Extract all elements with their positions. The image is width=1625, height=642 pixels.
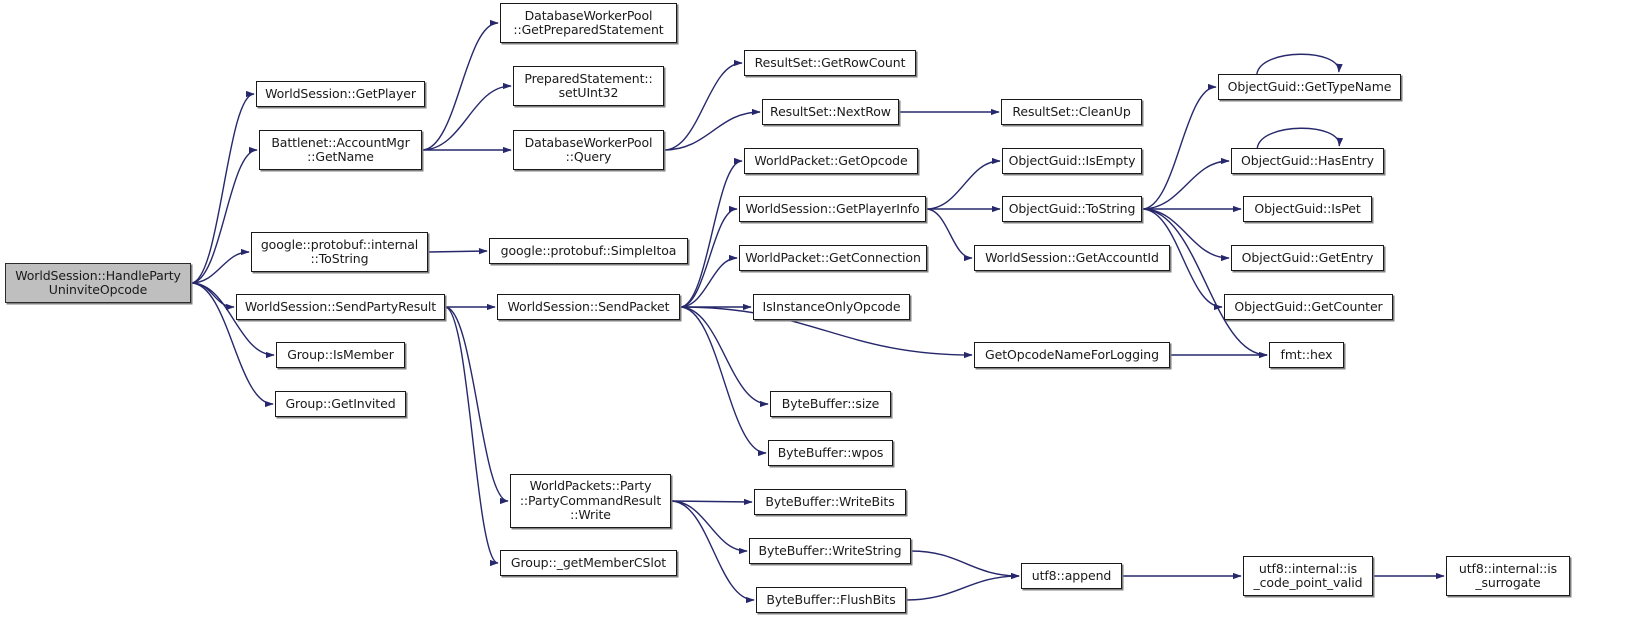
graph-node[interactable]: GetOpcodeNameForLogging — [974, 342, 1170, 368]
graph-node[interactable]: DatabaseWorkerPool ::GetPreparedStatemen… — [500, 3, 677, 43]
graph-node[interactable]: ByteBuffer::WriteBits — [754, 489, 906, 515]
graph-edge — [925, 157, 1001, 210]
graph-node[interactable]: WorldSession::SendPacket — [497, 294, 680, 320]
graph-edge — [679, 306, 769, 408]
graph-edge — [1141, 83, 1217, 210]
graph-node[interactable]: ObjectGuid::IsEmpty — [1002, 148, 1142, 174]
graph-node[interactable]: WorldPacket::GetOpcode — [744, 148, 918, 174]
graph-node[interactable]: ObjectGuid::ToString — [1002, 196, 1142, 222]
graph-node[interactable]: DatabaseWorkerPool ::Query — [513, 130, 664, 170]
graph-node[interactable]: ResultSet::NextRow — [762, 99, 899, 125]
graph-edge — [421, 82, 512, 151]
graph-edge — [190, 282, 275, 359]
graph-edge — [444, 306, 499, 567]
graph-node[interactable]: ByteBuffer::WriteString — [749, 538, 911, 564]
graph-edge — [1141, 157, 1230, 210]
graph-node[interactable]: Group::GetInvited — [275, 391, 406, 417]
graph-node[interactable]: google::protobuf::SimpleItoa — [489, 238, 688, 264]
graph-edge — [670, 498, 753, 506]
graph-node[interactable]: google::protobuf::internal ::ToString — [251, 232, 428, 272]
graph-node[interactable]: WorldPackets::Party ::PartyCommandResult… — [510, 474, 671, 528]
graph-node[interactable]: ObjectGuid::GetCounter — [1224, 294, 1393, 320]
graph-node[interactable]: ObjectGuid::GetTypeName — [1218, 74, 1401, 100]
graph-node[interactable]: ByteBuffer::wpos — [768, 440, 893, 466]
graph-edge — [679, 306, 973, 359]
graph-edge — [663, 108, 761, 151]
graph-node[interactable]: PreparedStatement:: setUInt32 — [513, 66, 664, 106]
graph-node[interactable]: fmt::hex — [1269, 342, 1344, 368]
graph-node[interactable]: ResultSet::GetRowCount — [744, 50, 916, 76]
graph-node[interactable]: ObjectGuid::IsPet — [1243, 196, 1372, 222]
graph-edge — [905, 572, 1020, 601]
graph-node[interactable]: IsInstanceOnlyOpcode — [753, 294, 910, 320]
graph-node[interactable]: WorldSession::HandleParty UninviteOpcode — [5, 263, 191, 303]
graph-node[interactable]: WorldSession::GetAccountId — [974, 245, 1170, 271]
graph-node[interactable]: utf8::append — [1021, 563, 1122, 589]
graph-edge — [1141, 208, 1268, 359]
graph-node[interactable]: Group::_getMemberCSlot — [500, 550, 677, 576]
graph-edge — [190, 248, 250, 284]
graph-node[interactable]: Group::IsMember — [276, 342, 405, 368]
graph-edge — [670, 500, 748, 555]
graph-edge — [670, 500, 755, 604]
graph-edge — [190, 282, 274, 408]
graph-node[interactable]: utf8::internal::is _code_point_valid — [1243, 556, 1373, 596]
graph-edge — [190, 146, 258, 284]
graph-edge — [190, 282, 235, 311]
graph-edge — [427, 247, 488, 255]
graph-edge — [444, 306, 509, 505]
graph-node[interactable]: WorldSession::SendPartyResult — [236, 294, 445, 320]
graph-node[interactable]: WorldSession::GetPlayerInfo — [739, 196, 926, 222]
graph-edge — [679, 306, 767, 457]
graph-node[interactable]: ObjectGuid::GetEntry — [1231, 245, 1384, 271]
graph-node[interactable]: utf8::internal::is _surrogate — [1446, 556, 1570, 596]
graph-edge — [1256, 127, 1344, 149]
graph-edge — [679, 254, 738, 308]
graph-edge — [925, 208, 973, 262]
graph-edge — [1141, 208, 1223, 311]
graph-edge — [679, 157, 743, 308]
graph-node[interactable]: ResultSet::CleanUp — [1001, 99, 1142, 125]
graph-node[interactable]: ByteBuffer::size — [770, 391, 891, 417]
graph-node[interactable]: ObjectGuid::HasEntry — [1231, 148, 1384, 174]
graph-edge — [1256, 53, 1343, 75]
graph-edge — [421, 19, 499, 151]
graph-edge — [190, 90, 255, 284]
graph-edge — [910, 550, 1020, 580]
graph-edge — [663, 59, 743, 151]
graph-node[interactable]: Battlenet::AccountMgr ::GetName — [259, 130, 422, 170]
graph-node[interactable]: WorldSession::GetPlayer — [256, 81, 425, 107]
graph-node[interactable]: ByteBuffer::FlushBits — [756, 587, 906, 613]
graph-node[interactable]: WorldPacket::GetConnection — [739, 245, 927, 271]
graph-edge — [679, 205, 738, 308]
